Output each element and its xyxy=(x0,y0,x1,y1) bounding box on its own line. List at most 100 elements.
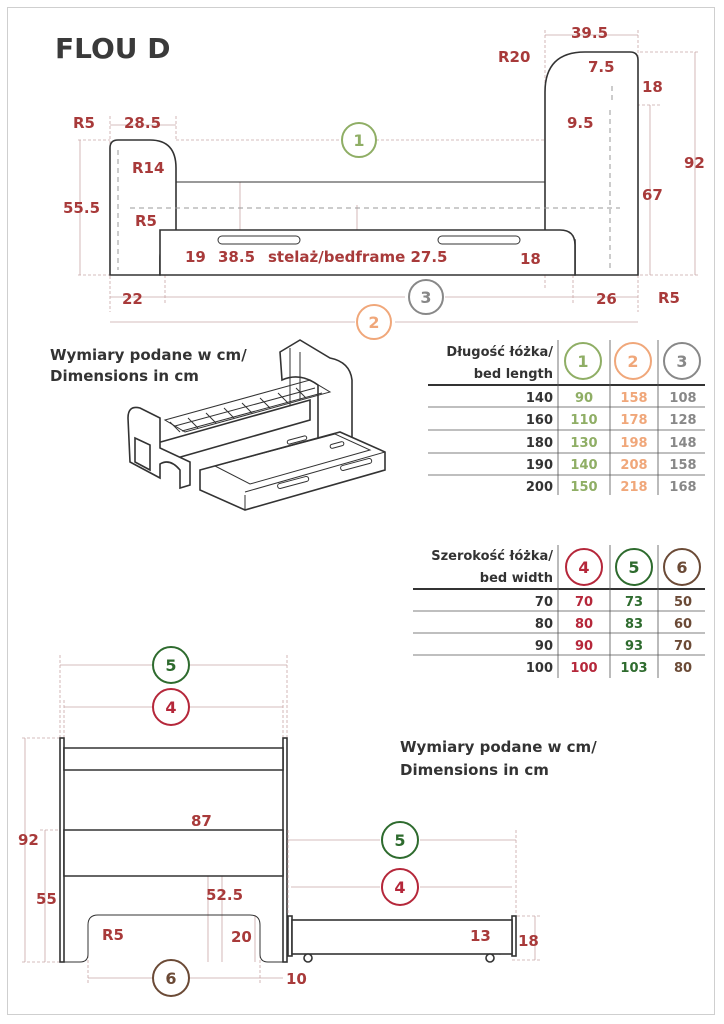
length-row-v3: 148 xyxy=(669,436,696,451)
length-table-circle-3: 3 xyxy=(663,342,701,380)
product-title: FLOU D xyxy=(55,32,171,65)
length-row-size: 180 xyxy=(526,436,553,451)
drawer-circle-4-label: 4 xyxy=(394,878,405,897)
length-row-v2: 198 xyxy=(620,436,647,451)
front-circle-6-label: 6 xyxy=(165,969,176,988)
width-circle-6-label: 6 xyxy=(676,558,687,577)
dim-front-mid-height: 52.5 xyxy=(206,886,243,904)
width-row-v4: 100 xyxy=(570,661,597,676)
dim-headboard-offset: 7.5 xyxy=(588,58,615,76)
dim-drawer-corner-radius: R5 xyxy=(135,212,157,230)
dim-drawer-bottom: 19 xyxy=(185,248,206,266)
dim-front-foot-width: 10 xyxy=(286,970,307,988)
width-row-v6: 80 xyxy=(674,661,692,676)
length-table: Długość łóżka/ bed length 1 2 3 140 90 1… xyxy=(428,340,705,495)
width-table-circle-4: 4 xyxy=(565,548,603,586)
length-row-v1: 150 xyxy=(570,480,597,495)
width-row-v6: 50 xyxy=(674,595,692,610)
dim-right-overhang: 26 xyxy=(596,290,617,308)
circle-1-ring xyxy=(341,122,377,158)
dim-front-total-height: 92 xyxy=(18,831,39,849)
width-row-size: 100 xyxy=(526,661,553,676)
front-circle-4: 4 xyxy=(152,688,190,726)
dimensions-note-1-pl: Wymiary podane w cm/ xyxy=(50,346,247,364)
front-circle-5-label: 5 xyxy=(165,656,176,675)
length-table-circle-2: 2 xyxy=(614,342,652,380)
length-circle-2-label: 2 xyxy=(627,352,638,371)
sheet-border xyxy=(7,7,715,1015)
width-circle-6-ring xyxy=(663,548,701,586)
drawer-circle-5-ring xyxy=(381,821,419,859)
width-row-v5: 103 xyxy=(620,661,647,676)
drawer-circle-5: 5 xyxy=(381,821,419,859)
width-row-v4: 80 xyxy=(575,617,593,632)
length-row-v1: 140 xyxy=(570,458,597,473)
dim-left-overhang: 22 xyxy=(122,290,143,308)
dimensions-note-2-en: Dimensions in cm xyxy=(400,761,549,779)
length-circle-3-ring xyxy=(663,342,701,380)
length-table-header-pl: Długość łóżka/ xyxy=(446,345,553,360)
length-circle-2-ring xyxy=(614,342,652,380)
dim-footboard-top-radius: R14 xyxy=(132,159,164,177)
drawer-circle-4-ring xyxy=(381,868,419,906)
dim-headboard-width: 39.5 xyxy=(571,24,608,42)
length-circle-3-label: 3 xyxy=(676,352,687,371)
length-circle-1-ring xyxy=(564,342,602,380)
dimensions-note-1-en: Dimensions in cm xyxy=(50,367,199,385)
front-circle-5: 5 xyxy=(152,646,190,684)
dim-drawer-height: 18 xyxy=(520,250,541,268)
dim-front-radius: R5 xyxy=(102,926,124,944)
drawer-circle-4: 4 xyxy=(381,868,419,906)
dim-headboard-top-gap: 18 xyxy=(642,78,663,96)
width-row-size: 80 xyxy=(535,617,553,632)
length-row-v3: 108 xyxy=(669,391,696,406)
circle-3-marker: 3 xyxy=(408,279,444,315)
length-row-size: 200 xyxy=(526,480,553,495)
dimensions-note-2-pl: Wymiary podane w cm/ xyxy=(400,738,597,756)
length-row-size: 190 xyxy=(526,458,553,473)
front-circle-5-ring xyxy=(152,646,190,684)
width-row-v6: 60 xyxy=(674,617,692,632)
dim-front-foot-gap: 20 xyxy=(231,928,252,946)
length-table-circle-1: 1 xyxy=(564,342,602,380)
width-table: Szerokość łóżka/ bed width 4 5 6 70 70 7… xyxy=(413,545,705,678)
length-row-size: 160 xyxy=(526,413,553,428)
dim-headboard-inset: 9.5 xyxy=(567,114,594,132)
circle-2-label: 2 xyxy=(368,313,379,332)
length-row-v2: 208 xyxy=(620,458,647,473)
isometric-bed-illustration xyxy=(127,339,386,511)
length-row-v1: 90 xyxy=(575,391,593,406)
circle-3-ring xyxy=(408,279,444,315)
dim-rail-height: 38.5 xyxy=(218,248,255,266)
dim-headboard-radius: R20 xyxy=(498,48,530,66)
width-table-header-en: bed width xyxy=(480,571,553,586)
dim-headboard-corner-radius: R5 xyxy=(658,289,680,307)
dim-drawer-total-height: 18 xyxy=(518,932,539,950)
length-row-v2: 158 xyxy=(620,391,647,406)
circle-1-marker: 1 xyxy=(341,122,377,158)
front-view: 92 55 87 52.5 R5 20 10 xyxy=(18,655,307,988)
circle-3-label: 3 xyxy=(420,288,431,307)
width-circle-5-ring xyxy=(615,548,653,586)
length-row-v1: 130 xyxy=(570,436,597,451)
dim-drawer-inner-height: 13 xyxy=(470,927,491,945)
width-row-v5: 83 xyxy=(625,617,643,632)
width-table-circle-6: 6 xyxy=(663,548,701,586)
dim-front-inner-height: 87 xyxy=(191,812,212,830)
dim-headboard-lower-height: 67 xyxy=(642,186,663,204)
dim-footboard-width: 28.5 xyxy=(124,114,161,132)
length-circle-1-label: 1 xyxy=(577,352,588,371)
width-row-size: 90 xyxy=(535,639,553,654)
width-row-v4: 90 xyxy=(575,639,593,654)
width-circle-4-ring xyxy=(565,548,603,586)
width-row-v5: 93 xyxy=(625,639,643,654)
drawer-view: 13 18 xyxy=(287,830,540,963)
front-circle-4-ring xyxy=(152,688,190,726)
dim-footboard-height: 55.5 xyxy=(63,199,100,217)
length-row-v3: 158 xyxy=(669,458,696,473)
width-table-circle-5: 5 xyxy=(615,548,653,586)
dim-footboard-corner-radius: R5 xyxy=(73,114,95,132)
width-row-v5: 73 xyxy=(625,595,643,610)
width-circle-5-label: 5 xyxy=(628,558,639,577)
